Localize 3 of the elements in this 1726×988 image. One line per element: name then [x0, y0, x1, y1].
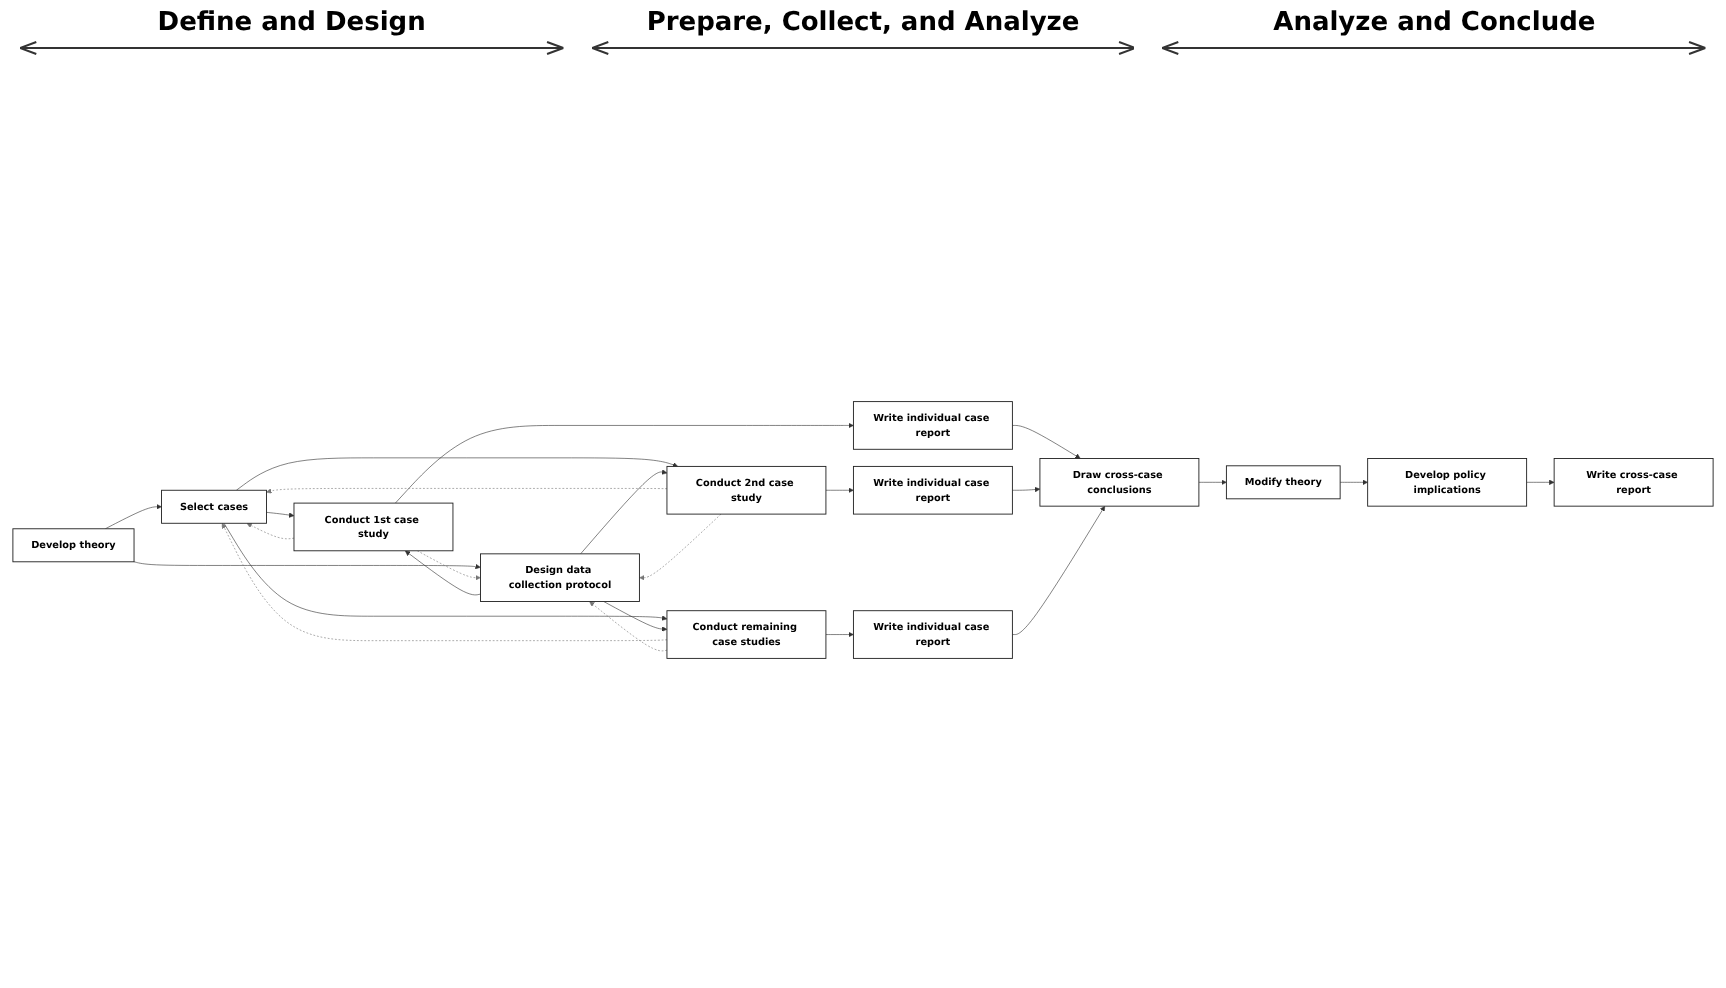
phase-label: Prepare, Collect, and Analyze	[646, 8, 1080, 38]
phase-label: Define and Design	[157, 8, 426, 38]
phase-label: Analyze and Conclude	[1273, 8, 1596, 38]
